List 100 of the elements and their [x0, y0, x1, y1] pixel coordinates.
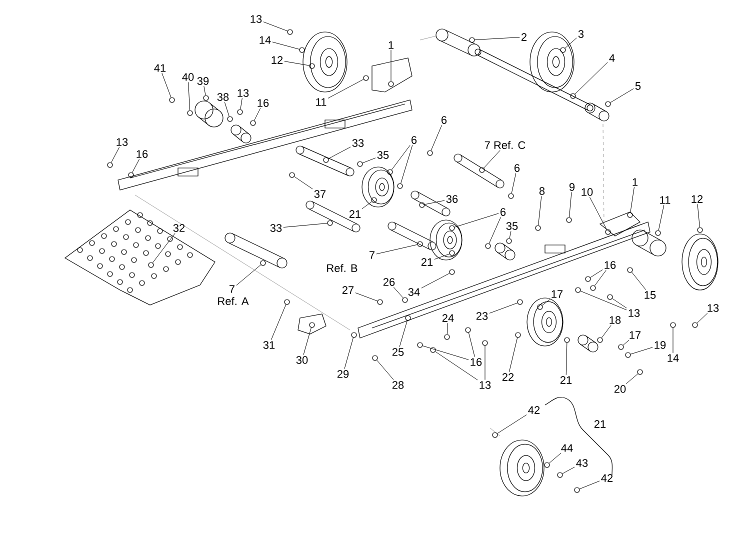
small-part	[371, 197, 377, 203]
leader-line	[294, 176, 313, 190]
callout-number: 35	[377, 151, 389, 159]
small-part	[449, 250, 455, 256]
small-part	[508, 193, 514, 199]
leader-line	[132, 158, 140, 173]
callout-number: 2	[522, 33, 526, 41]
small-part	[465, 327, 471, 333]
small-part	[187, 110, 193, 116]
callout-number: 35	[506, 222, 518, 230]
leader-line	[391, 144, 410, 170]
small-part	[670, 322, 676, 328]
leader-line	[434, 254, 450, 260]
callout-number: 13	[250, 15, 262, 23]
small-part	[237, 109, 243, 115]
leader-line	[548, 452, 562, 464]
leader-line	[376, 244, 418, 254]
leader-line	[162, 72, 172, 98]
small-part	[560, 47, 566, 53]
small-part	[372, 355, 378, 361]
small-part	[419, 202, 425, 208]
small-part	[327, 220, 333, 226]
small-part	[515, 332, 521, 338]
leader-line	[263, 22, 288, 32]
leader-line	[580, 290, 627, 310]
leader-line	[538, 196, 542, 226]
small-part	[417, 241, 423, 247]
small-part	[485, 243, 491, 249]
callout-number: 6	[500, 208, 506, 216]
callout-number: 10	[582, 188, 593, 196]
leader-line	[696, 312, 708, 324]
callout-number: 17	[552, 290, 563, 298]
leader-line	[152, 232, 176, 263]
callout-number: 17	[630, 331, 641, 339]
callout-number: 29	[337, 370, 349, 378]
leader-line	[497, 414, 527, 434]
callout-number: 21	[421, 258, 433, 266]
callout-number: 12	[692, 195, 703, 203]
leader-line	[430, 124, 442, 151]
small-part	[323, 157, 329, 163]
callout-number: 5	[635, 82, 641, 90]
small-part	[260, 260, 266, 266]
callout-number: 14	[668, 354, 679, 362]
callout-number: 9	[569, 183, 575, 191]
leader-line	[484, 346, 486, 380]
callout-number: 7 Ref. C	[484, 140, 526, 150]
small-part	[469, 37, 475, 43]
leader-line	[224, 102, 230, 117]
small-part	[377, 299, 383, 305]
leader-line	[594, 270, 606, 286]
leader-line	[474, 37, 520, 40]
leader-line	[393, 286, 404, 298]
callout-number: 22	[502, 373, 514, 381]
small-part	[517, 299, 523, 305]
callout-number: 40	[182, 73, 194, 81]
callout-number: 34	[408, 288, 420, 296]
callout-number: 31	[263, 341, 275, 349]
callout-number: 3	[578, 30, 584, 38]
leader-line	[566, 342, 568, 376]
small-part	[397, 183, 403, 189]
small-part	[506, 238, 512, 244]
leader-line	[204, 86, 206, 96]
small-part	[169, 97, 175, 103]
small-part	[537, 304, 543, 310]
callout-number: 42	[528, 406, 540, 414]
callout-number: 20	[614, 385, 626, 393]
small-part	[289, 172, 295, 178]
callout-number: 4	[609, 54, 615, 62]
small-part	[417, 342, 423, 348]
leader-line	[622, 340, 630, 346]
leader-line	[399, 320, 408, 348]
small-part	[227, 116, 233, 122]
callout-number: 27	[342, 286, 354, 294]
callout-number: 11	[660, 196, 670, 204]
small-part	[570, 93, 576, 99]
callout-number: 13	[628, 309, 640, 317]
callout-number: 14	[260, 36, 271, 44]
leader-line	[284, 61, 310, 66]
leader-line	[376, 360, 394, 380]
callout-number: 6	[412, 136, 417, 144]
callout-number: 21	[349, 210, 361, 218]
small-part	[544, 462, 550, 468]
callout-number: 12	[272, 56, 283, 64]
small-part	[479, 167, 485, 173]
callout-number: 30	[296, 356, 308, 364]
small-part	[299, 47, 305, 53]
small-part	[564, 337, 570, 343]
small-part	[618, 344, 624, 350]
callout-number: 7	[230, 285, 235, 293]
leader-line	[421, 273, 450, 288]
small-part	[449, 269, 455, 275]
leader-line	[511, 172, 516, 194]
small-part	[597, 337, 603, 343]
leader-line	[236, 264, 262, 286]
small-part	[148, 262, 154, 268]
leader-line	[626, 374, 638, 384]
callout-number: 25	[392, 348, 404, 356]
small-part	[492, 432, 498, 438]
callout-number: 33	[352, 139, 364, 147]
leader-line	[612, 298, 627, 308]
